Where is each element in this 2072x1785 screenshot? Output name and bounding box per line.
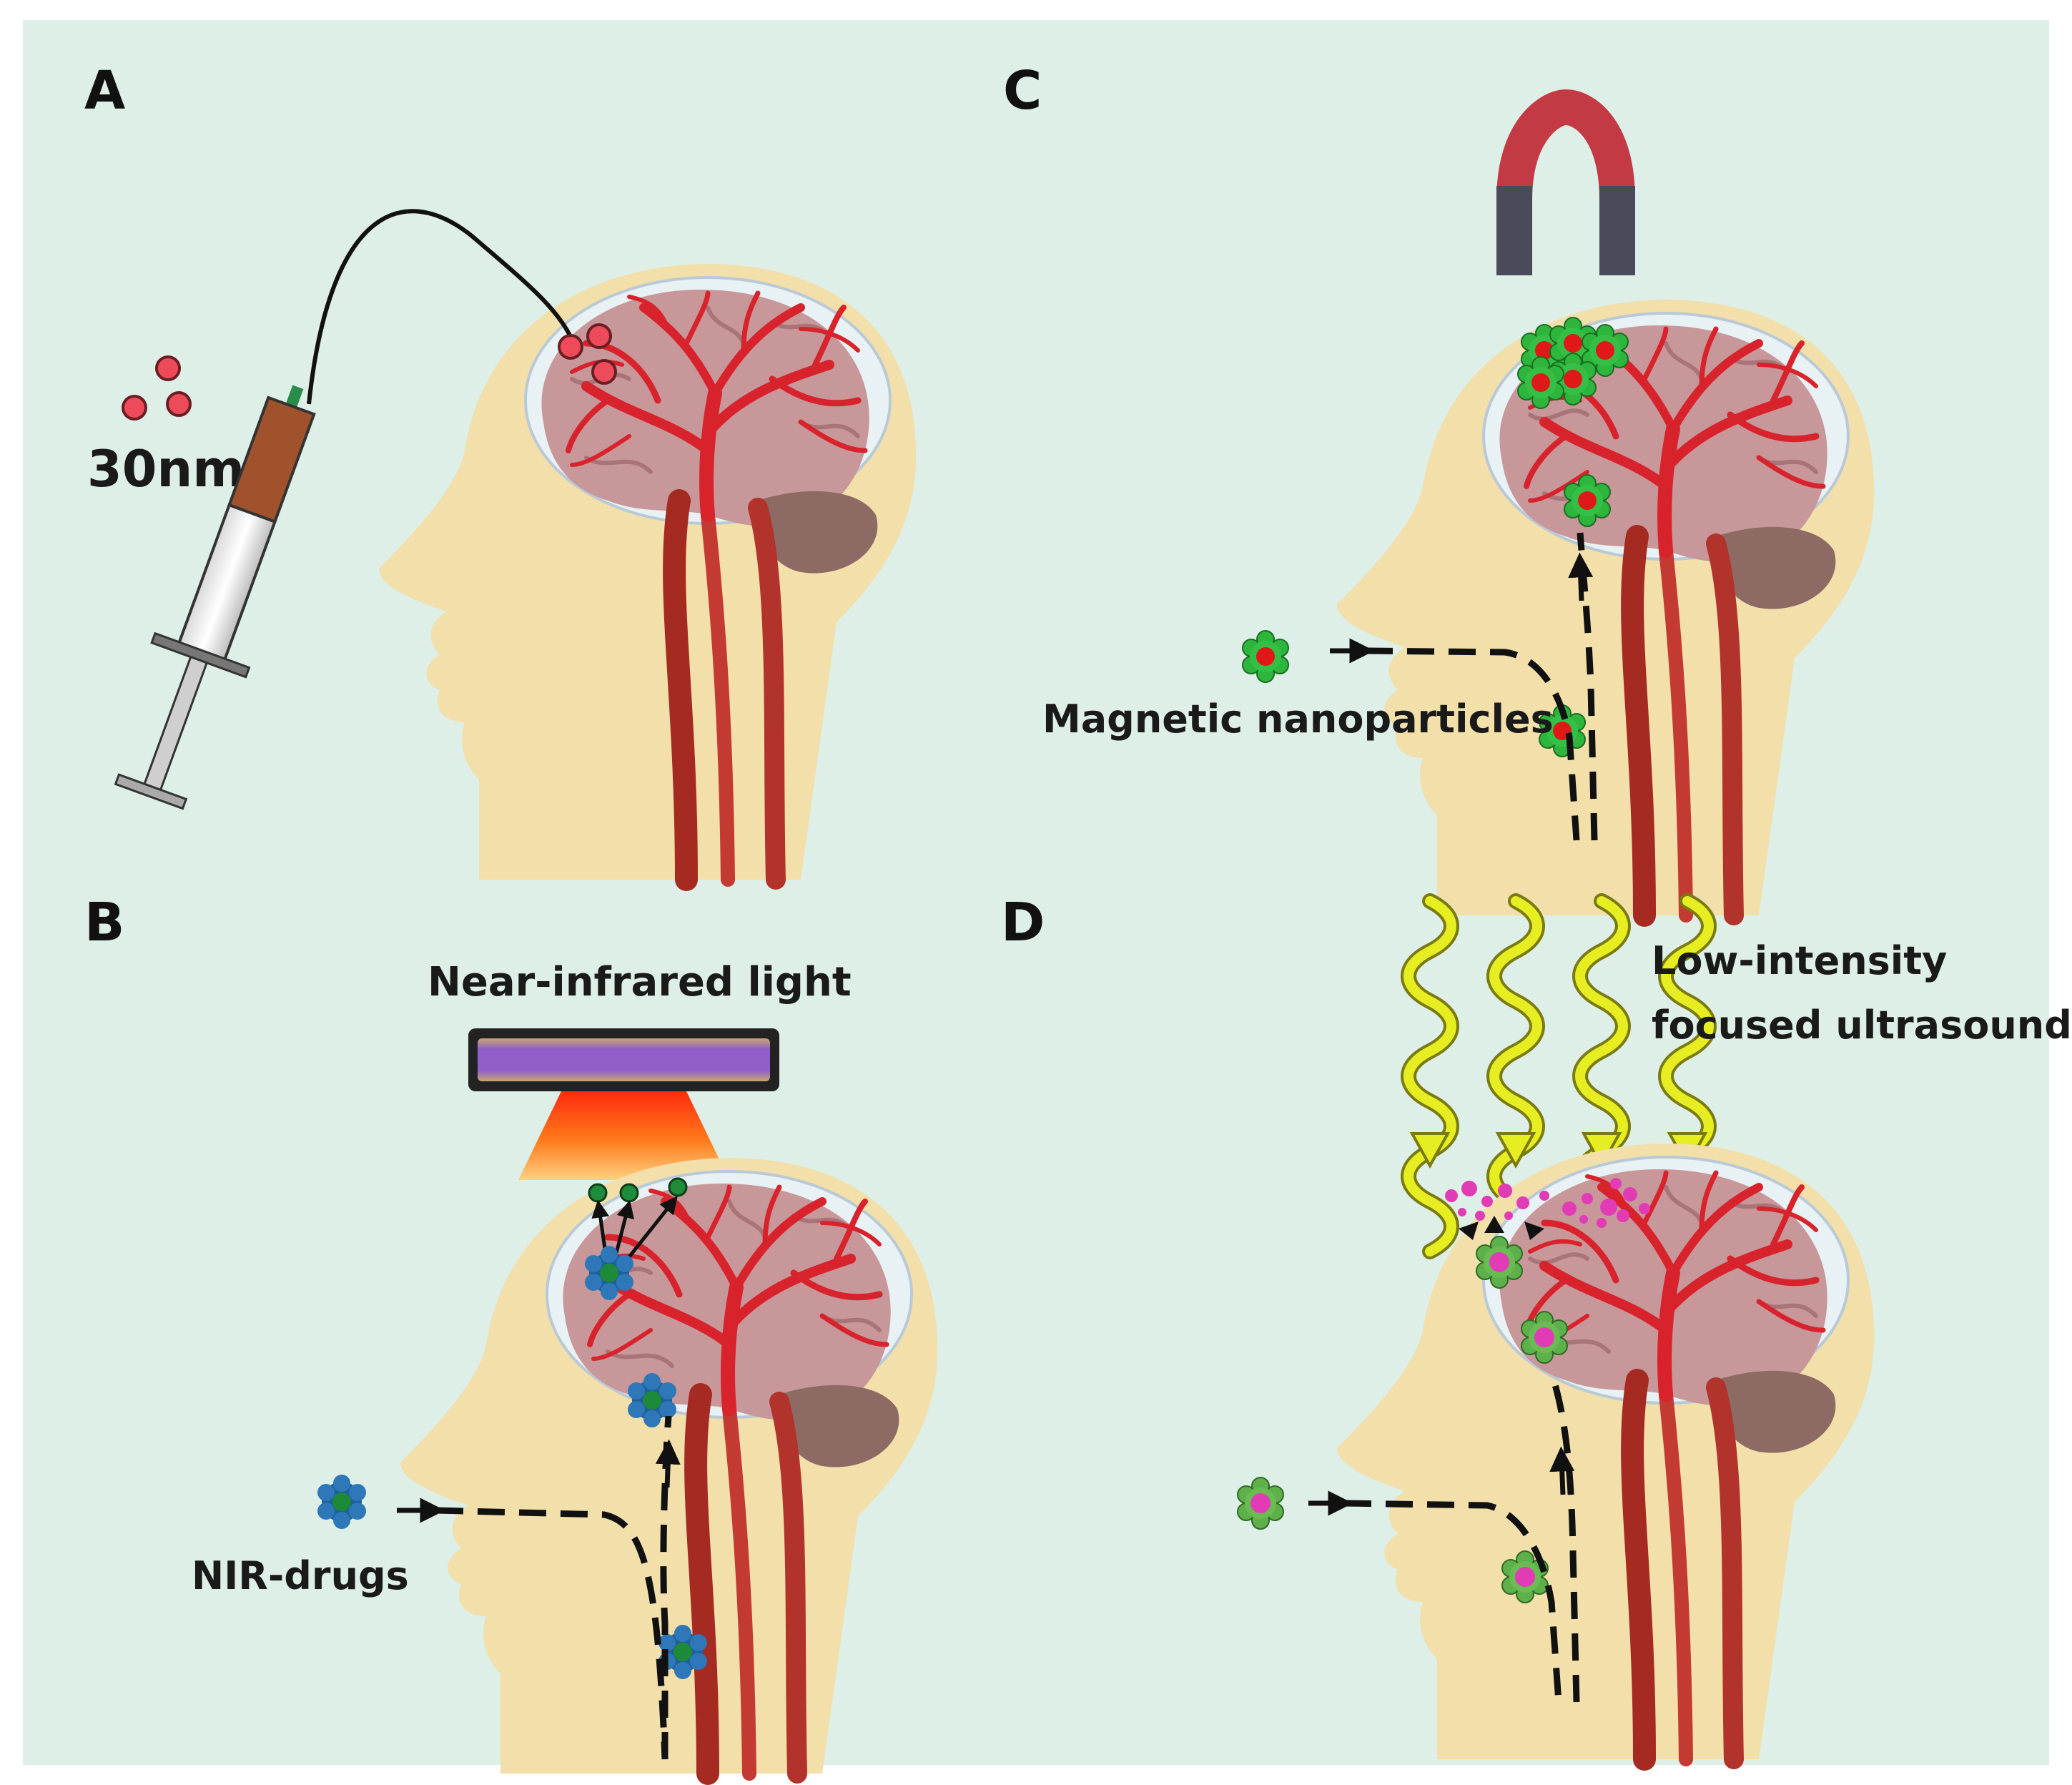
drug-release-cloud [1445,1178,1650,1228]
delivery-route [1365,647,1580,841]
syringe-icon [114,385,316,810]
nanoparticle-icon [166,391,192,417]
catheter-line [307,209,574,405]
panel-b: B Near-infrared light NIR-drugs [84,892,937,1774]
panel-d: D Low-intensity focused ultrasound [1001,892,2072,1759]
panel-a-label: A [84,60,125,122]
delivery-route [435,1507,669,1760]
nanoparticle-icon [586,323,612,349]
nanoparticle-icon [591,359,617,385]
ultrasound-label-line1: Low-intensity [1652,938,1947,983]
nanoparticle-size-label: 30nm [87,440,245,498]
ultrasound-label-line2: focused ultrasound [1652,1003,2072,1048]
release-arrows [1459,1216,1544,1240]
nir-beam [518,1091,729,1180]
released-drug-icon [619,1183,639,1203]
panel-c-label: C [1003,60,1042,122]
magnet-icon [1496,89,1635,275]
nir-drugs-label: NIR-drugs [192,1553,409,1598]
panel-b-label: B [84,892,124,953]
panel-a: A 30nm [84,60,916,880]
panel-d-label: D [1001,892,1045,953]
nanoparticle-icon [122,395,147,421]
nir-light-label: Near-infrared light [428,959,852,1005]
delivery-route [1343,1500,1562,1703]
panel-c: C Magnetic nanoparticles [1003,60,1874,915]
released-drug-icon [588,1183,608,1203]
released-drug-icon [668,1177,688,1197]
magnetic-nanoparticles-label: Magnetic nanoparticles [1042,697,1554,742]
nanoparticle-icon [558,334,583,360]
nanoparticle-icon [155,355,181,381]
